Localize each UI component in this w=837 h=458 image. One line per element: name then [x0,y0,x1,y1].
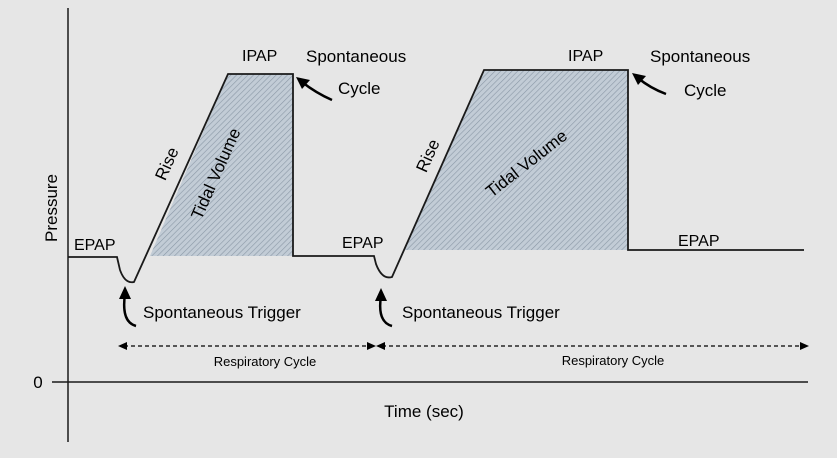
respiratory-cycle-arrow-2-left [376,342,385,350]
rise-label-1: Rise [151,144,182,183]
spontaneous-label-2: Spontaneous [650,47,750,66]
spontaneous-trigger-label-2: Spontaneous Trigger [402,303,560,322]
cycle-arrow-1-head [296,77,310,89]
respiratory-cycle-label-2: Respiratory Cycle [562,353,665,368]
pressure-waveform [68,69,804,284]
ipap-label-1: IPAP [242,48,277,65]
respiratory-cycle-label-1: Respiratory Cycle [214,354,317,369]
spontaneous-trigger-label-1: Spontaneous Trigger [143,303,301,322]
respiratory-cycle-arrow-1-right [367,342,376,350]
respiratory-cycle-arrow-1-left [118,342,127,350]
origin-label: 0 [33,373,42,392]
cycle-arrow-2-head [632,73,646,85]
epap-label-2: EPAP [342,235,384,252]
tidal-volume-area-1 [150,74,293,256]
cycle-label-2: Cycle [684,81,727,100]
cycle-label-1: Cycle [338,79,381,98]
tidal-volume-area-2 [404,70,628,250]
ipap-label-2: IPAP [568,48,603,65]
y-axis-label: Pressure [42,174,61,242]
respiratory-cycle-arrow-2-right [800,342,809,350]
epap-label-3: EPAP [678,233,720,250]
x-axis-label: Time (sec) [384,402,464,421]
cycle-arrow-2 [637,77,667,96]
trigger-arrow-2-head [375,288,387,301]
epap-label-1: EPAP [74,237,116,254]
trigger-arrow-1-head [119,286,131,299]
cycle-arrow-1 [301,81,333,102]
spontaneous-label-1: Spontaneous [306,47,406,66]
